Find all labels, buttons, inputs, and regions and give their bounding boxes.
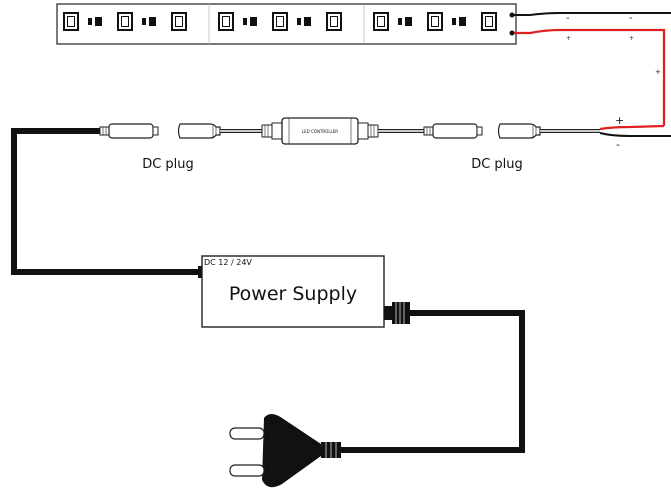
resistor-pad bbox=[297, 18, 301, 25]
resistor bbox=[149, 17, 156, 26]
power-supply-title: Power Supply bbox=[229, 283, 357, 305]
led-chip-lens bbox=[330, 16, 338, 27]
lead-minus-label: - bbox=[616, 138, 620, 151]
strip-negative-wire bbox=[514, 12, 671, 16]
resistor-pad bbox=[88, 18, 92, 25]
ac-input-cable bbox=[340, 310, 525, 453]
led-chip-lens bbox=[67, 16, 75, 27]
right-male-dc-plug bbox=[423, 123, 483, 139]
strip-wire-minus-label-1: - bbox=[566, 13, 570, 24]
controller-label: LED CONTROLLER bbox=[302, 129, 338, 134]
resistor bbox=[405, 17, 412, 26]
resistor bbox=[459, 17, 466, 26]
strip-wire-plus-label-1: + bbox=[566, 35, 571, 42]
led-chip-lens bbox=[377, 16, 385, 27]
power-supply-voltage: DC 12 / 24V bbox=[204, 258, 252, 267]
strip-wire-plus-label-2: + bbox=[629, 35, 634, 42]
supply-output-cable bbox=[11, 128, 198, 275]
right-plug-leads: + - bbox=[540, 114, 671, 151]
strip-terminal-minus bbox=[509, 12, 515, 18]
resistor-pad bbox=[142, 18, 146, 25]
resistor-pad bbox=[243, 18, 247, 25]
lead-plus-label: + bbox=[615, 114, 624, 127]
led-chip-lens bbox=[485, 16, 493, 27]
left-female-dc-plug bbox=[177, 123, 221, 139]
led-chip-lens bbox=[276, 16, 284, 27]
right-female-dc-plug bbox=[497, 123, 541, 139]
power-supply: DC 12 / 24V Power Supply bbox=[198, 255, 410, 328]
led-chip-lens bbox=[175, 16, 183, 27]
dc-plug-label-left: DC plug bbox=[142, 157, 194, 172]
led-controller: LED CONTROLLER bbox=[261, 117, 379, 145]
resistor-pad bbox=[398, 18, 402, 25]
strip-positive-wire bbox=[514, 28, 666, 126]
led-chip-lens bbox=[121, 16, 129, 27]
left-male-dc-plug bbox=[99, 123, 159, 139]
resistor-pad bbox=[452, 18, 456, 25]
led-chip-lens bbox=[222, 16, 230, 27]
led-chip-lens bbox=[431, 16, 439, 27]
strip-terminal-plus bbox=[509, 30, 515, 36]
mains-plug bbox=[229, 414, 341, 488]
strip-wire-minus-label-2: - bbox=[629, 13, 633, 24]
led-strip bbox=[56, 3, 517, 45]
resistor bbox=[304, 17, 311, 26]
strip-wire-plus-label-3: + bbox=[655, 68, 661, 76]
resistor bbox=[95, 17, 102, 26]
resistor bbox=[250, 17, 257, 26]
dc-plug-label-right: DC plug bbox=[471, 157, 523, 172]
